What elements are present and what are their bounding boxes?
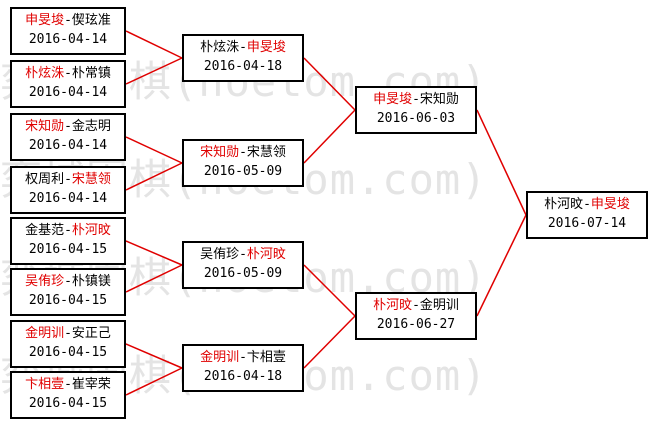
match-box-r1: 宋知勋-金志明 2016-04-14: [10, 113, 126, 161]
match-date: 2016-04-15: [28, 345, 108, 360]
match-date: 2016-06-03: [376, 111, 456, 126]
player-left: 金基范: [25, 223, 65, 238]
connector-line: [303, 315, 356, 369]
match-box-r1: 朴炫洙-朴常镇 2016-04-14: [10, 60, 126, 108]
player-left: 朴河旼: [373, 298, 413, 313]
connector-line: [125, 343, 183, 369]
player-right: 卞相壹: [246, 350, 286, 365]
connector-line: [125, 264, 183, 293]
match-date: 2016-04-15: [28, 293, 108, 308]
match-date: 2016-05-09: [203, 164, 283, 179]
player-right: 朴河旼: [71, 223, 111, 238]
match-box-r2: 朴炫洙-申旻埈 2016-04-18: [182, 34, 304, 82]
player-right: 宋慧领: [246, 145, 286, 160]
connector-line: [125, 136, 183, 164]
connector-line: [125, 367, 183, 396]
match-date: 2016-04-14: [28, 191, 108, 206]
match-date: 2016-05-09: [203, 266, 283, 281]
match-date: 2016-07-14: [547, 216, 627, 231]
player-left: 宋知勋: [25, 119, 65, 134]
player-right: 偰玹准: [71, 13, 111, 28]
connector-line: [303, 109, 356, 164]
match-box-r1: 申旻埈-偰玹准 2016-04-14: [10, 7, 126, 55]
player-right: 宋慧领: [71, 172, 111, 187]
player-right: 金明训: [419, 298, 459, 313]
player-right: 朴镇镁: [71, 274, 111, 289]
player-left: 朴河旼: [544, 197, 584, 212]
match-box-r3: 申旻埈-宋知勋 2016-06-03: [355, 86, 477, 134]
player-left: 吴侑珍: [25, 274, 65, 289]
player-right: 宋知勋: [419, 92, 459, 107]
player-right: 金志明: [71, 119, 111, 134]
player-left: 金明训: [25, 326, 65, 341]
match-date: 2016-04-15: [28, 396, 108, 411]
connector-line: [125, 162, 183, 191]
match-box-r1: 权周利-宋慧领 2016-04-14: [10, 166, 126, 214]
match-box-r2: 宋知勋-宋慧领 2016-05-09: [182, 139, 304, 187]
connector-line: [476, 214, 527, 317]
connector-line: [476, 109, 527, 216]
player-left: 卞相壹: [25, 377, 65, 392]
player-left: 申旻埈: [373, 92, 413, 107]
player-right: 安正己: [71, 326, 111, 341]
match-date: 2016-04-14: [28, 85, 108, 100]
match-box-r1: 金明训-安正己 2016-04-15: [10, 320, 126, 368]
match-date: 2016-06-27: [376, 317, 456, 332]
player-right: 崔宰荣: [71, 377, 111, 392]
match-box-r2: 吴侑珍-朴河旼 2016-05-09: [182, 241, 304, 289]
player-left: 朴炫洙: [200, 40, 240, 55]
match-box-final: 朴河旼-申旻埈 2016-07-14: [526, 191, 648, 239]
player-right: 朴河旼: [246, 247, 286, 262]
match-box-r1: 金基范-朴河旼 2016-04-15: [10, 217, 126, 265]
player-left: 权周利: [25, 172, 65, 187]
connector-line: [303, 264, 356, 317]
match-box-r1: 卞相壹-崔宰荣 2016-04-15: [10, 371, 126, 419]
player-left: 朴炫洙: [25, 66, 65, 81]
match-date: 2016-04-14: [28, 32, 108, 47]
match-box-r1: 吴侑珍-朴镇镁 2016-04-15: [10, 268, 126, 316]
match-box-r3: 朴河旼-金明训 2016-06-27: [355, 292, 477, 340]
player-right: 申旻埈: [590, 197, 630, 212]
match-date: 2016-04-14: [28, 138, 108, 153]
player-left: 吴侑珍: [200, 247, 240, 262]
player-left: 宋知勋: [200, 145, 240, 160]
player-left: 申旻埈: [25, 13, 65, 28]
connector-line: [303, 57, 356, 111]
connector-line: [125, 30, 183, 59]
player-right: 申旻埈: [246, 40, 286, 55]
connector-line: [125, 57, 183, 85]
match-date: 2016-04-18: [203, 59, 283, 74]
match-box-r2: 金明训-卞相壹 2016-04-18: [182, 344, 304, 392]
player-left: 金明训: [200, 350, 240, 365]
player-right: 朴常镇: [71, 66, 111, 81]
connector-line: [125, 240, 183, 266]
match-date: 2016-04-15: [28, 242, 108, 257]
match-date: 2016-04-18: [203, 369, 283, 384]
